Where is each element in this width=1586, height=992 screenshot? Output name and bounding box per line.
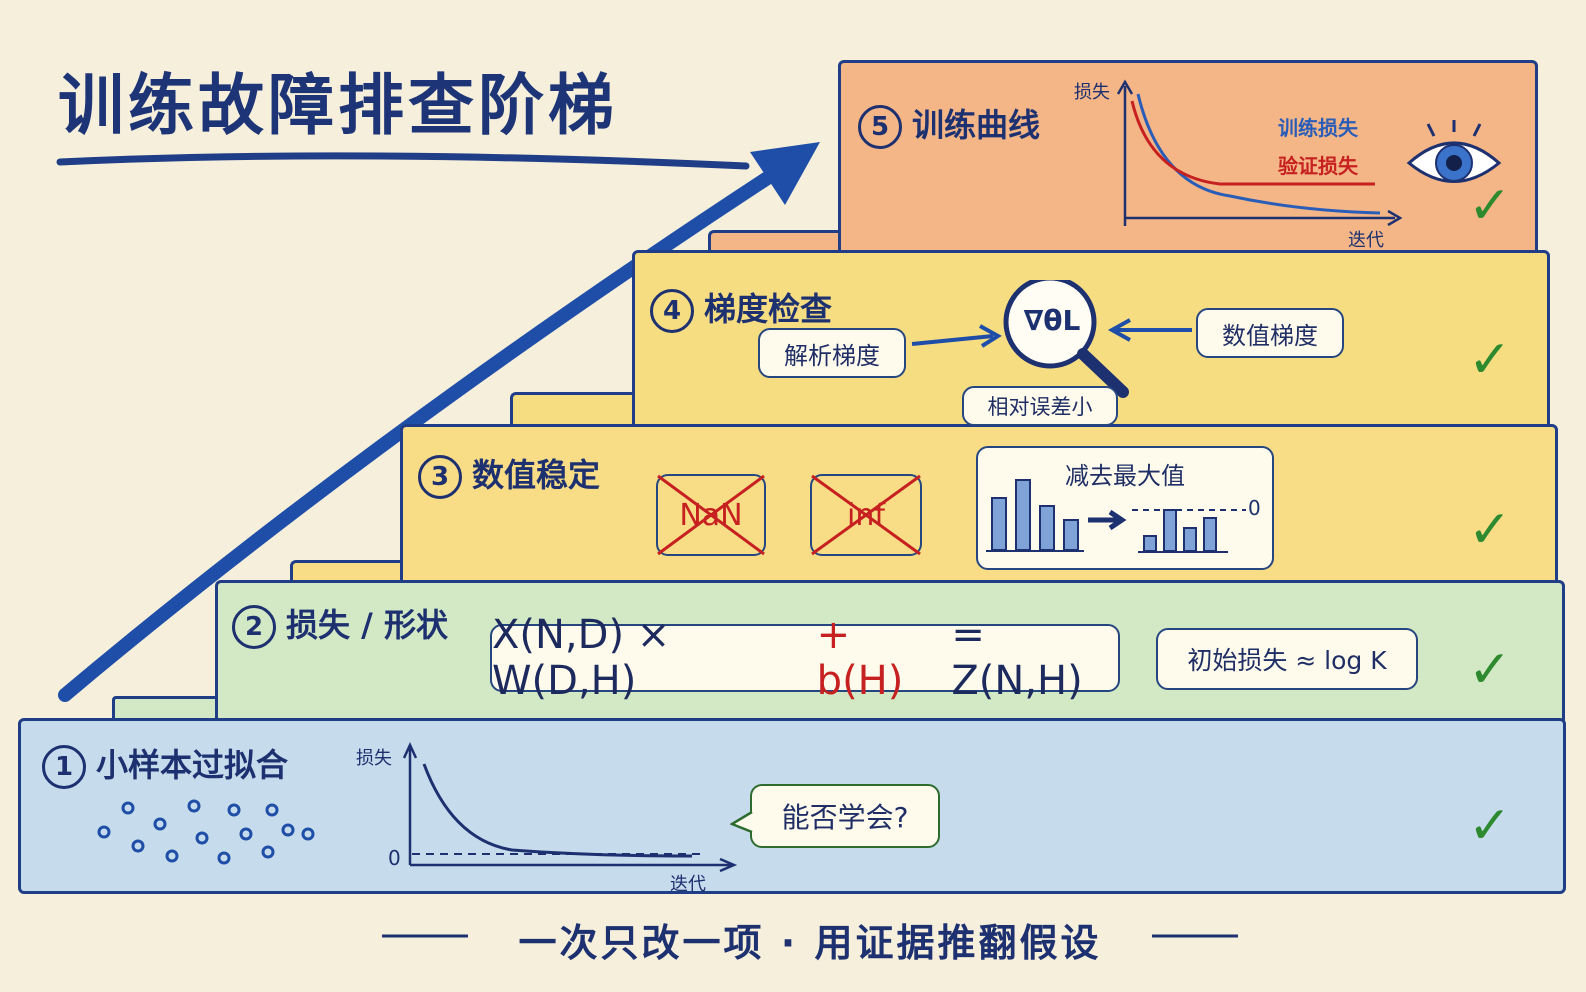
nan-box: NaN [656, 474, 766, 556]
step3-label: 3 数值稳定 [418, 450, 600, 499]
inf-cross-icon [811, 474, 921, 556]
step1-check-icon: ✓ [1468, 796, 1512, 856]
step2-label: 2 损失 / 形状 [232, 600, 448, 649]
inf-box: inf [810, 474, 922, 556]
step3-title: 数值稳定 [472, 456, 601, 494]
step4-number: 4 [650, 289, 694, 333]
formula-xw: X(N,D) × W(D,H) [492, 612, 671, 704]
shape-formula-box: X(N,D) × W(D,H) + b(H) = Z(N,H) [490, 612, 1120, 704]
step5-xlabel: 迭代 [1348, 230, 1384, 251]
footer-motto: 一次只改一项 · 用证据推翻假设 [518, 921, 1102, 965]
sample-points [97, 799, 315, 865]
train-loss-legend: 训练损失 [1278, 116, 1358, 140]
numeric-gradient-box: 数值梯度 [1196, 308, 1344, 358]
bubble-tail [730, 810, 753, 834]
title-underline [56, 152, 750, 170]
step2-number: 2 [232, 605, 276, 649]
train-loss-line [1136, 93, 1381, 215]
val-loss-legend: 验证损失 [1278, 154, 1358, 178]
training-curve-chart [1116, 79, 1403, 227]
subtract-max-zero: 0 [1248, 496, 1261, 520]
nabla-label: ∇θL [1023, 304, 1081, 337]
overfit-loss-chart [402, 742, 738, 873]
footer-rules [382, 934, 1238, 938]
nan-cross-icon [657, 474, 765, 556]
step5-check-icon: ✓ [1468, 176, 1512, 236]
step4-title: 梯度检查 [704, 290, 833, 328]
step5-label: 5 训练曲线 [858, 100, 1040, 149]
step1-label: 1 小样本过拟合 [42, 740, 288, 789]
step4-label: 4 梯度检查 [650, 284, 832, 333]
subtract-max-title: 减去最大值 [1065, 462, 1185, 490]
rel-error-box: 相对误差小 [962, 386, 1118, 426]
formula-bias: + b(H) [816, 612, 904, 704]
step5-title: 训练曲线 [912, 106, 1041, 144]
page-title: 训练故障排查阶梯 [58, 67, 618, 144]
step1-zero: 0 [388, 846, 401, 870]
step5-ylabel: 损失 [1074, 82, 1110, 103]
step1-xlabel: 迭代 [670, 874, 706, 895]
step4-check-icon: ✓ [1468, 330, 1512, 390]
step3-check-icon: ✓ [1468, 500, 1512, 560]
init-loss-box: 初始损失 ≈ log K [1156, 628, 1418, 690]
step2-title: 损失 / 形状 [286, 606, 448, 644]
step1-number: 1 [42, 745, 86, 789]
step2-check-icon: ✓ [1468, 640, 1512, 700]
magnifier-icon [911, 280, 1192, 398]
step5-number: 5 [858, 105, 902, 149]
val-loss-line [1130, 100, 1375, 186]
step1-title: 小样本过拟合 [96, 746, 289, 784]
can-learn-bubble: 能否学会? [750, 784, 940, 848]
step1-ylabel: 损失 [356, 748, 392, 769]
step3-number: 3 [418, 455, 462, 499]
analytic-gradient-box: 解析梯度 [758, 328, 906, 378]
overfit-loss-line [422, 763, 693, 858]
eye-icon [1406, 120, 1502, 183]
subtract-max-bars [986, 479, 1246, 553]
formula-z: = Z(N,H) [951, 612, 1083, 704]
